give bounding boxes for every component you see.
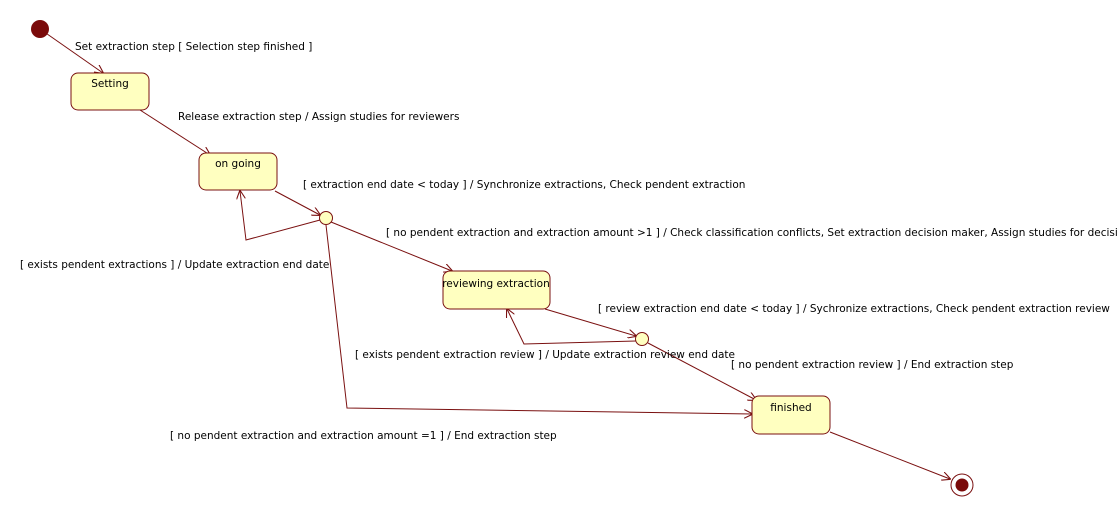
state-on-going[interactable]: on going (198, 152, 278, 191)
state-reviewing-extraction-label: reviewing extraction (442, 278, 550, 290)
label-review-choice-to-finished: [ no pendent extraction review ] / End e… (731, 359, 1014, 371)
choice-pseudostate-icon (319, 211, 333, 225)
edge-review-choice-to-finished (647, 342, 756, 400)
transition-labels-layer: Set extraction step [ Selection step fin… (20, 41, 1117, 442)
state-finished[interactable]: finished (751, 395, 831, 435)
transitions-layer (39, 28, 950, 479)
edge-choice-to-reviewing (330, 221, 452, 271)
state-finished-label: finished (770, 402, 811, 414)
edge-choice-to-finished (325, 224, 752, 414)
label-choice-to-finished: [ no pendent extraction and extraction a… (170, 430, 557, 442)
final-state-core (955, 478, 969, 492)
label-on-going-to-choice: [ extraction end date < today ] / Synchr… (303, 179, 745, 191)
label-initial-to-setting: Set extraction step [ Selection step fin… (75, 41, 312, 53)
edge-initial-to-setting (39, 28, 103, 73)
label-choice-to-reviewing: [ no pendent extraction and extraction a… (386, 227, 1117, 239)
pseudostates-layer (31, 20, 974, 497)
edge-choice-to-on-going (240, 191, 321, 241)
states-layer: Setting on going reviewing extraction fi… (70, 72, 831, 435)
initial-state-icon (31, 20, 49, 38)
state-on-going-label: on going (215, 158, 261, 170)
review-choice-pseudostate-icon (635, 332, 649, 346)
edge-setting-to-on-going (139, 109, 210, 155)
edge-review-choice-to-reviewing (507, 309, 637, 345)
label-review-choice-to-reviewing: [ exists pendent extraction review ] / U… (355, 349, 735, 361)
state-setting-label: Setting (91, 78, 129, 90)
label-choice-to-on-going: [ exists pendent extractions ] / Update … (20, 259, 329, 271)
label-reviewing-to-review-choice: [ review extraction end date < today ] /… (598, 303, 1110, 315)
edge-finished-to-final (829, 431, 950, 479)
edge-reviewing-to-review-choice (544, 308, 636, 336)
state-setting[interactable]: Setting (70, 72, 150, 111)
edge-on-going-to-choice (274, 190, 320, 215)
state-reviewing-extraction[interactable]: reviewing extraction (442, 270, 551, 310)
label-setting-to-on-going: Release extraction step / Assign studies… (178, 111, 459, 123)
